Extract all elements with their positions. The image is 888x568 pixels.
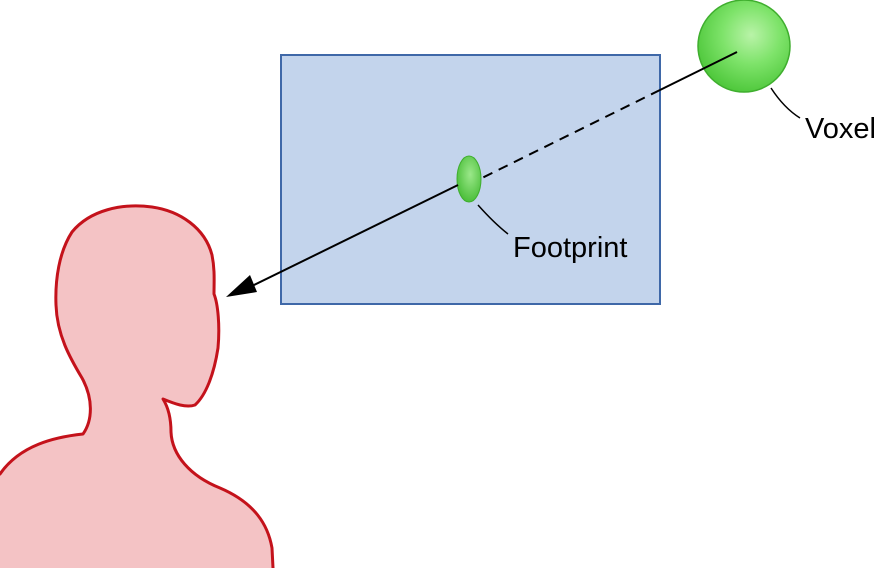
ray-segment-outer	[659, 51, 738, 91]
voxel-leader-line	[770, 87, 801, 119]
voxel-label: Voxel	[805, 113, 876, 145]
voxel-sphere	[697, 0, 791, 93]
footprint-label: Footprint	[513, 232, 627, 264]
ray-arrowhead	[226, 275, 257, 297]
viewer-head-fill	[0, 205, 273, 568]
footprint-ellipse	[456, 155, 482, 203]
footprint-leader-line	[477, 204, 509, 235]
viewer-head-outline	[0, 204, 275, 568]
ray-segment-solid	[249, 184, 459, 288]
